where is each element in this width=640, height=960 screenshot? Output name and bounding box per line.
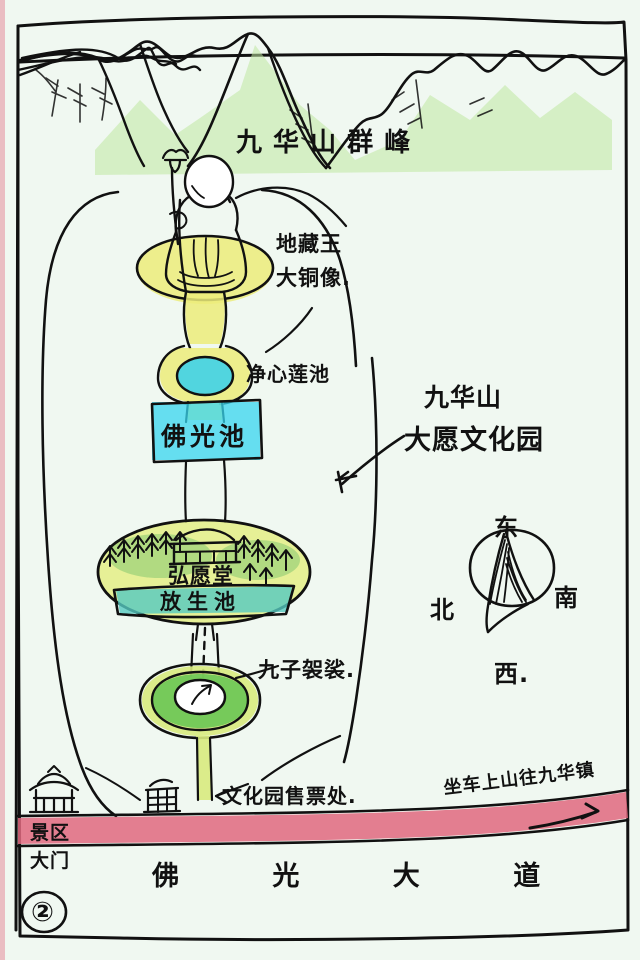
ticket-office-icon (142, 778, 182, 814)
lotus-label-pointer (264, 306, 314, 354)
hall-building-icon (168, 528, 242, 566)
park-boundary-right-lower (342, 356, 378, 764)
statue-label-line1: 地藏王 (276, 232, 342, 256)
statue-label-pointer (234, 186, 348, 228)
hongyuan-hall-label: 弘愿堂 (168, 564, 234, 588)
kasaya-label: 九子袈裟. (258, 658, 355, 682)
lotus-pond-label: 净心莲池 (246, 362, 330, 386)
buddha-pond-label: 佛光池 (161, 422, 249, 451)
statue-label-line2: 大铜像. (276, 266, 351, 290)
buddha-light-avenue-drawing (16, 788, 630, 848)
compass-rose (468, 528, 556, 634)
release-pond-label: 放生池 (160, 590, 241, 614)
ksitigarbha-statue-drawing (135, 148, 275, 350)
page-number-circle (20, 890, 68, 934)
compass-label-west: 西. (494, 660, 530, 688)
scenic-gate-label-line1: 景区 (30, 822, 71, 844)
park-boundary-left (41, 190, 120, 818)
gate-pointer-line (85, 767, 141, 801)
margin-stripe (0, 0, 5, 960)
scenic-gate-icon (28, 765, 80, 814)
park-name-pointer (340, 434, 406, 486)
kasaya-label-pointer (234, 664, 280, 680)
hongyuan-hall-area-drawing (96, 518, 312, 642)
ticket-office-label: 文化园售票处. (222, 784, 357, 808)
park-name-line2: 大愿文化园 (404, 425, 544, 456)
scenic-gate-label-line2: 大门 (30, 850, 71, 872)
page-frame (16, 15, 630, 942)
mountain-range (16, 32, 626, 175)
compass-label-east: 东 (494, 514, 519, 542)
compass-label-south: 南 (554, 584, 579, 612)
mountains-title: 九 华 山 群 峰 (236, 128, 412, 158)
page-number: ② (31, 897, 55, 928)
road-name: 佛 光 大 道 (152, 861, 583, 892)
park-name-line1: 九华山 (424, 383, 503, 412)
compass-label-north: 北 (430, 596, 455, 624)
park-boundary-right (260, 188, 358, 368)
kasaya-terrace-drawing (138, 662, 262, 802)
buddha-light-pond-drawing (150, 398, 264, 524)
